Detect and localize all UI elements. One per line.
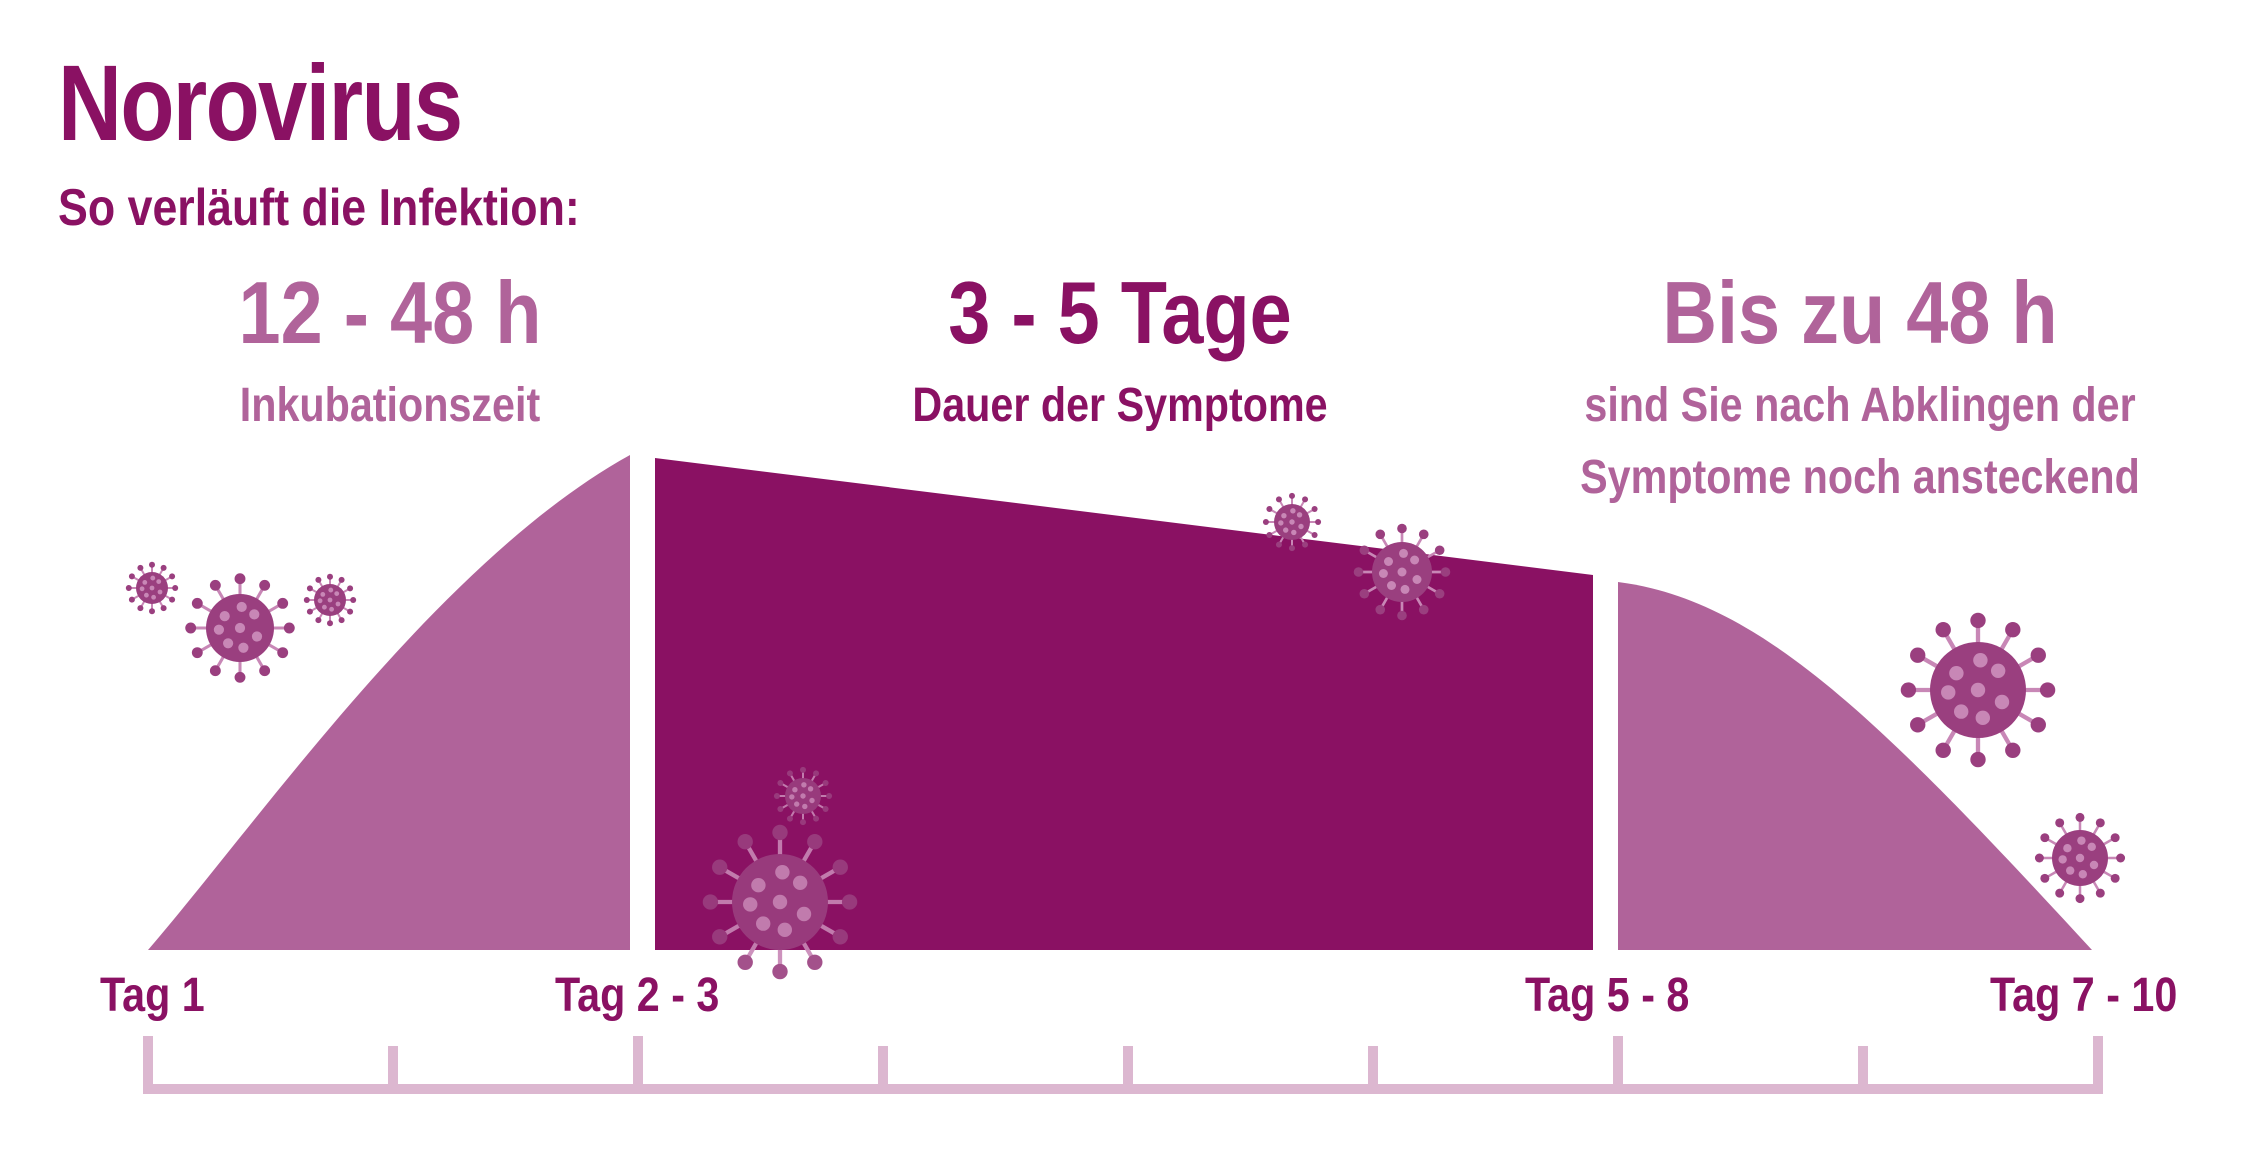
- page-subtitle: So verläuft die Infektion:: [58, 179, 580, 237]
- day-label-2: Tag 2 - 3: [555, 969, 720, 1022]
- phase-areas: [148, 455, 2092, 950]
- phase-incubation-duration: 12 - 48 h: [238, 263, 542, 362]
- phase-contagious-label-line1: sind Sie nach Abklingen der: [1584, 379, 2136, 432]
- phase-contagious-label-line2: Symptome noch ansteckend: [1580, 451, 2140, 504]
- timeline-tick: [1858, 1046, 1868, 1094]
- day-label-3: Tag 5 - 8: [1525, 969, 1690, 1022]
- virus-illustrations: [125, 492, 2126, 980]
- virus-icon: [185, 573, 295, 683]
- timeline-tick: [1368, 1046, 1378, 1094]
- phase-symptoms-label: Dauer der Symptome: [912, 379, 1328, 432]
- timeline-tick: [388, 1046, 398, 1094]
- timeline-tick: [2093, 1036, 2103, 1094]
- page-title: Norovirus: [58, 42, 463, 163]
- virus-icon: [773, 766, 833, 826]
- area-incubation: [148, 455, 630, 950]
- virus-icon: [1262, 492, 1322, 552]
- phase-symptoms-duration: 3 - 5 Tage: [948, 263, 1292, 362]
- virus-icon: [2034, 812, 2126, 904]
- virus-icon: [1353, 523, 1451, 621]
- area-symptoms: [655, 458, 1593, 950]
- timeline-scale: [143, 1036, 2103, 1094]
- virus-icon: [702, 824, 858, 980]
- area-contagious: [1618, 582, 2092, 950]
- virus-icon: [1900, 612, 2056, 768]
- virus-icon: [303, 573, 357, 627]
- phase-contagious-duration: Bis zu 48 h: [1662, 263, 2058, 362]
- timeline-tick: [143, 1036, 153, 1094]
- timeline-tick: [633, 1036, 643, 1094]
- virus-icon: [125, 561, 179, 615]
- day-label-4: Tag 7 - 10: [1990, 969, 2178, 1022]
- phase-incubation-label: Inkubationszeit: [239, 379, 541, 432]
- timeline-tick: [878, 1046, 888, 1094]
- day-label-1: Tag 1: [100, 969, 205, 1022]
- timeline-tick: [1123, 1046, 1133, 1094]
- timeline-tick: [1613, 1036, 1623, 1094]
